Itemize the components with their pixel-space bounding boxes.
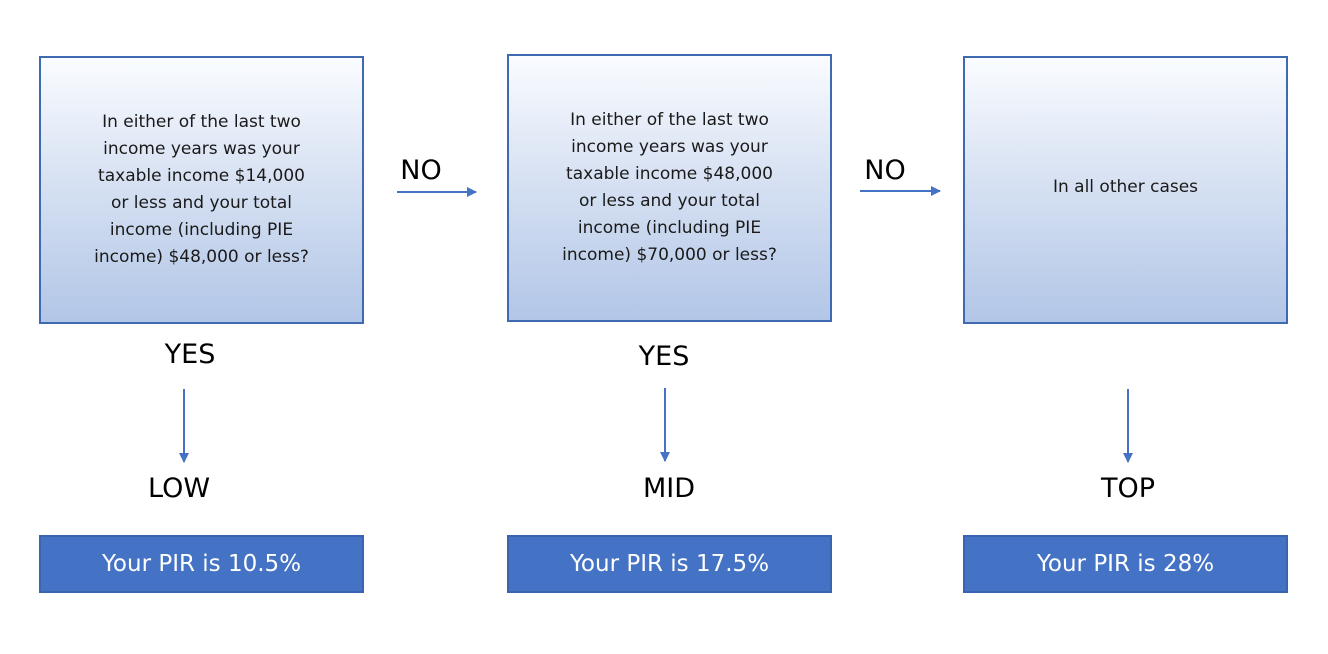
question-box-mid: In either of the last two income years w…: [507, 54, 832, 322]
yes-label-1: YES: [164, 339, 216, 370]
question-box-low: In either of the last two income years w…: [39, 56, 364, 324]
no-label-1: NO: [400, 155, 442, 186]
result-box-top: Your PIR is 28%: [963, 535, 1288, 593]
bracket-name-top: TOP: [1100, 473, 1156, 504]
question-box-other: In all other cases: [963, 56, 1288, 324]
question-text-other: In all other cases: [1052, 177, 1199, 197]
bracket-name-low: LOW: [147, 473, 211, 504]
question-text-low: In either of the last two income years w…: [94, 112, 309, 267]
result-box-low: Your PIR is 10.5%: [39, 535, 364, 593]
result-box-mid: Your PIR is 17.5%: [507, 535, 832, 593]
bracket-name-mid: MID: [642, 473, 696, 504]
no-label-2: NO: [864, 155, 906, 186]
yes-label-2: YES: [638, 341, 690, 372]
question-text-mid: In either of the last two income years w…: [562, 110, 777, 265]
